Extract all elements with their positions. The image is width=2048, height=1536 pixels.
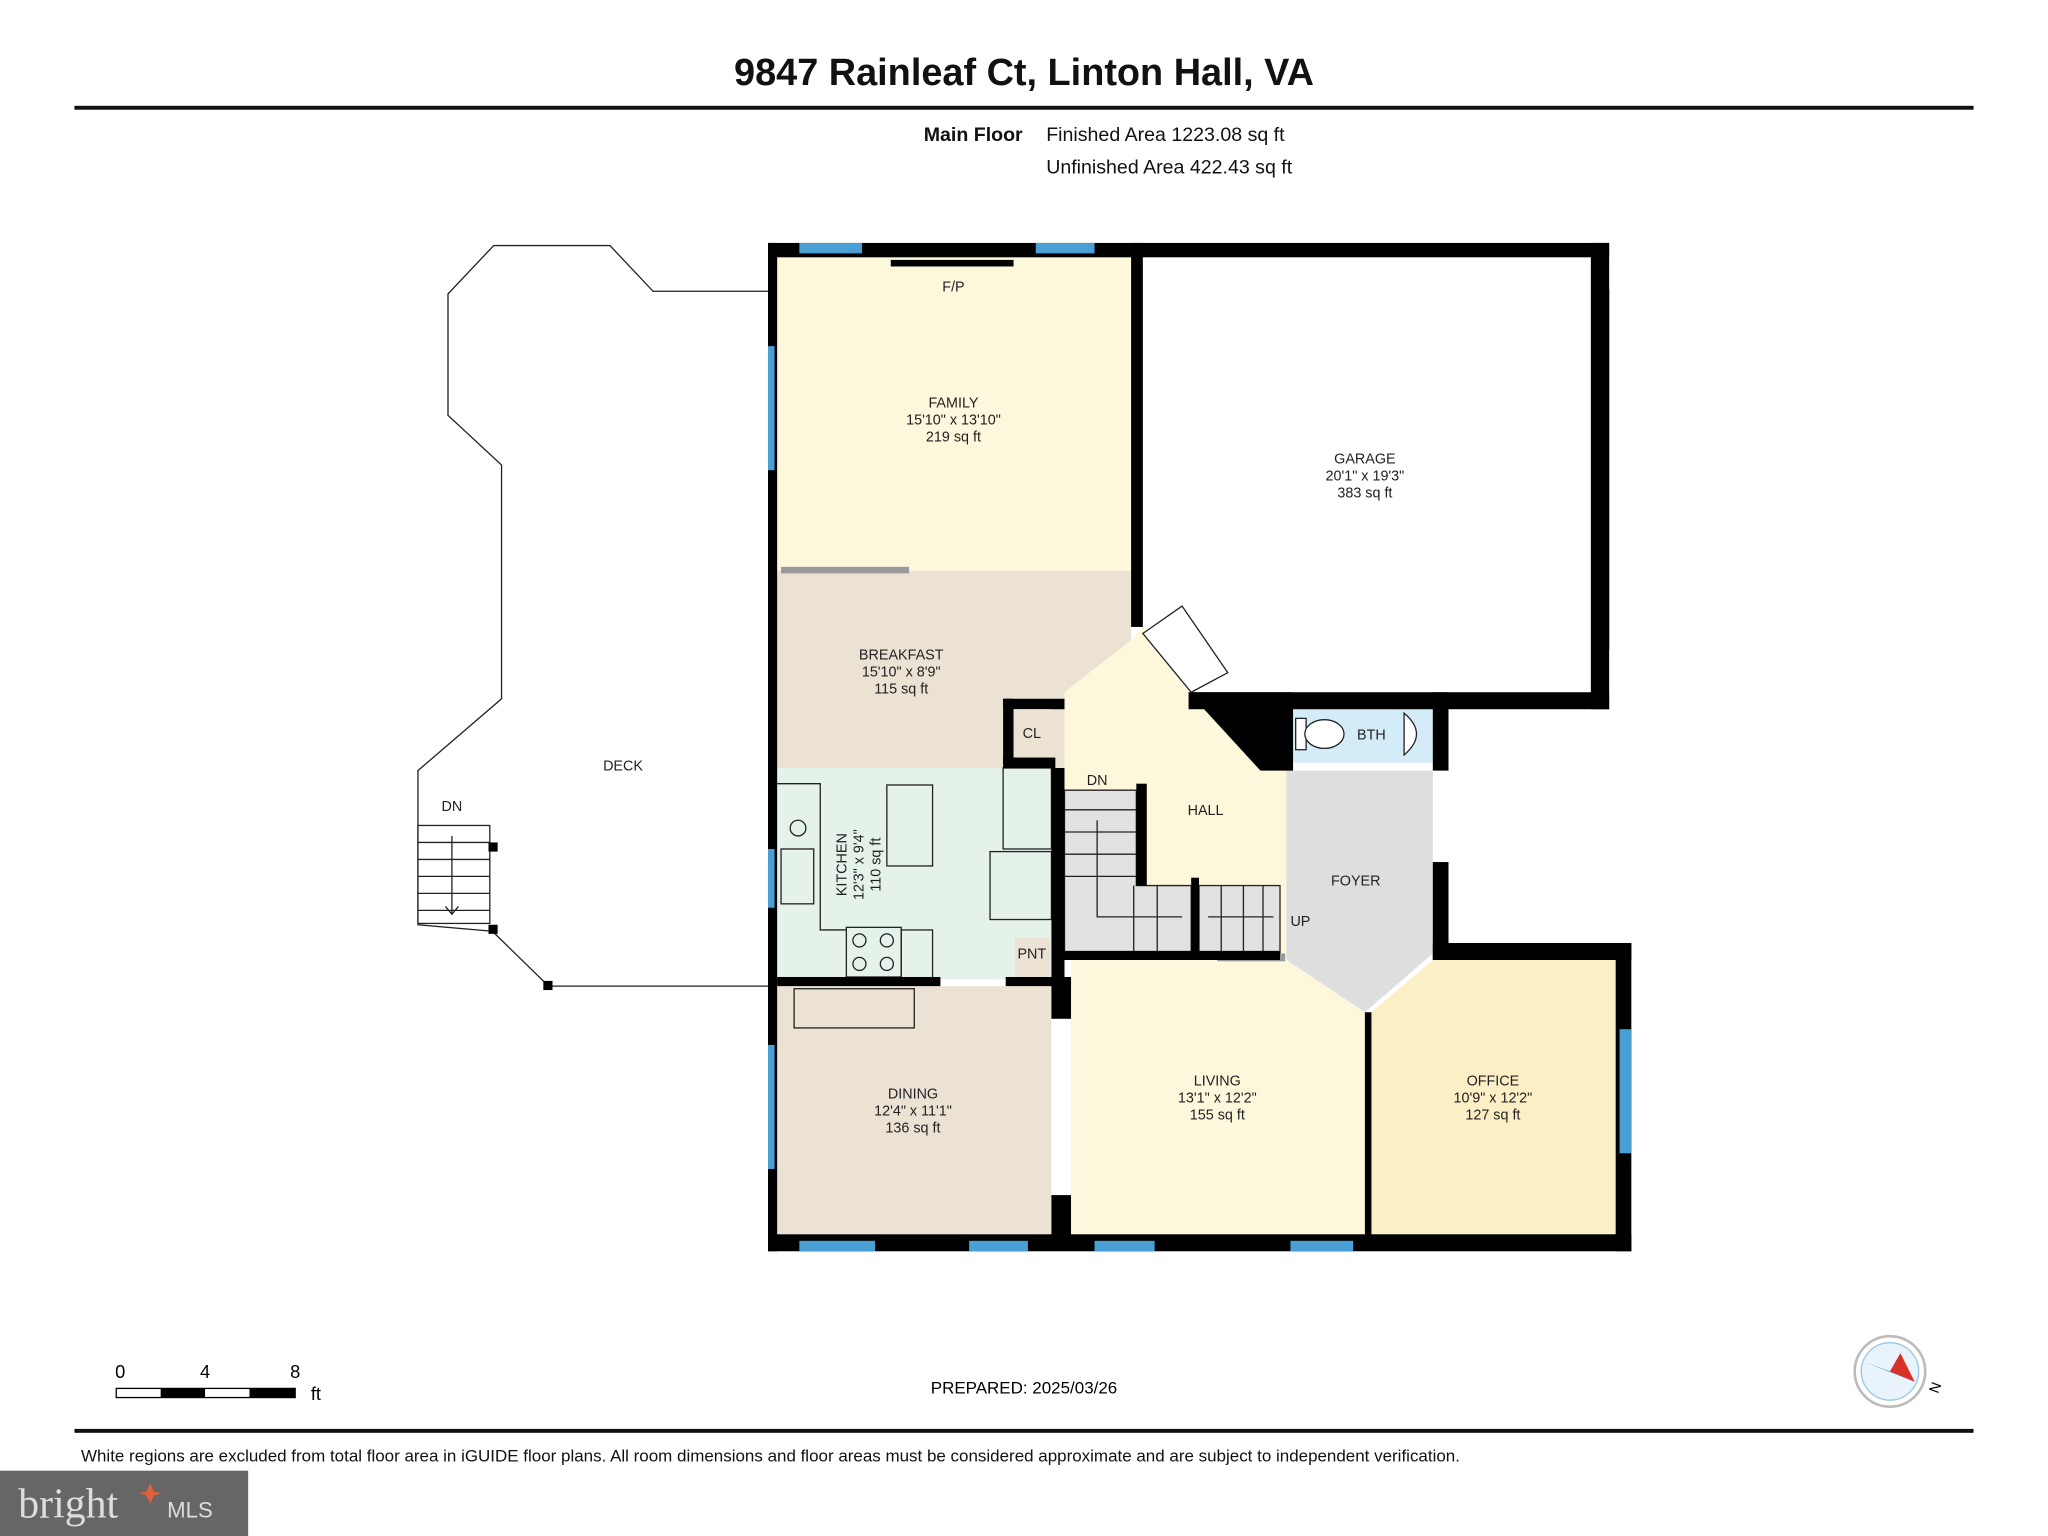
disclaimer: White regions are excluded from total fl… <box>81 1447 1460 1466</box>
garage-entry-steps <box>1141 605 1229 694</box>
svg-text:DINING: DINING <box>888 1086 938 1102</box>
room-family <box>777 257 1132 571</box>
svg-text:20'1" x 19'3": 20'1" x 19'3" <box>1326 469 1405 485</box>
walls <box>768 242 1632 1252</box>
fireplace-label: F/P <box>942 279 964 295</box>
stairs-up-label: UP <box>1290 914 1310 930</box>
svg-text:OFFICE: OFFICE <box>1467 1073 1520 1089</box>
svg-text:110 sq ft: 110 sq ft <box>868 838 884 892</box>
room-label-kitchen: KITCHEN 12'3" x 9'4" 110 sq ft <box>834 829 884 900</box>
svg-text:136 sq ft: 136 sq ft <box>885 1120 940 1136</box>
bath-fixtures <box>1295 711 1418 757</box>
room-label-garage: GARAGE 20'1" x 19'3" 383 sq ft <box>1326 452 1405 502</box>
windows <box>768 242 1632 1252</box>
svg-text:13'1" x 12'2": 13'1" x 12'2" <box>1178 1090 1257 1106</box>
closet-label: CL <box>1023 726 1041 742</box>
room-kitchen <box>777 768 1052 980</box>
svg-text:127 sq ft: 127 sq ft <box>1465 1107 1520 1123</box>
room-office <box>1371 960 1616 1235</box>
bright-mls-logo: bright MLS <box>0 1470 249 1536</box>
pantry-label: PNT <box>1017 947 1046 963</box>
svg-text:12'3" x 9'4": 12'3" x 9'4" <box>851 829 867 900</box>
floor-label: Main Floor <box>924 124 1023 146</box>
svg-text:8: 8 <box>290 1361 300 1382</box>
room-label-dining: DINING 12'4" x 11'1" 136 sq ft <box>874 1086 952 1136</box>
svg-text:BREAKFAST: BREAKFAST <box>859 648 944 664</box>
prepared-date: PREPARED: 2025/03/26 <box>931 1379 1117 1398</box>
svg-text:383 sq ft: 383 sq ft <box>1337 486 1392 502</box>
stairs-down-label: DN <box>1087 773 1108 789</box>
svg-text:MLS: MLS <box>167 1498 213 1523</box>
foyer-label: FOYER <box>1331 874 1380 890</box>
finished-area: Finished Area 1223.08 sq ft <box>1046 124 1285 146</box>
stairs-up <box>1198 884 1286 962</box>
deck-label: DECK <box>603 759 643 775</box>
svg-text:FAMILY: FAMILY <box>928 396 978 412</box>
room-label-living: LIVING 13'1" x 12'2" 155 sq ft <box>1178 1073 1257 1123</box>
scale-bar: 0 4 8 ft <box>115 1361 321 1404</box>
svg-text:15'10" x 8'9": 15'10" x 8'9" <box>862 665 941 681</box>
deck-stairs-label: DN <box>442 799 463 815</box>
svg-text:LIVING: LIVING <box>1194 1073 1241 1089</box>
svg-text:10'9" x 12'2": 10'9" x 12'2" <box>1454 1090 1533 1106</box>
svg-text:GARAGE: GARAGE <box>1334 452 1395 468</box>
unfinished-area: Unfinished Area 422.43 sq ft <box>1046 157 1293 179</box>
room-foyer <box>1286 770 1433 1013</box>
svg-text:15'10" x 13'10": 15'10" x 13'10" <box>906 412 1001 428</box>
compass-icon: N <box>1853 1334 1946 1408</box>
room-label-breakfast: BREAKFAST 15'10" x 8'9" 115 sq ft <box>859 648 944 698</box>
svg-text:219 sq ft: 219 sq ft <box>926 429 981 445</box>
bath-label: BTH <box>1357 727 1386 743</box>
page-title: 9847 Rainleaf Ct, Linton Hall, VA <box>734 52 1314 94</box>
room-garage <box>1142 257 1591 693</box>
svg-text:bright: bright <box>18 1482 118 1528</box>
hall-label: HALL <box>1188 803 1224 819</box>
svg-text:4: 4 <box>200 1361 210 1382</box>
svg-text:N: N <box>1927 1380 1946 1395</box>
room-label-family: FAMILY 15'10" x 13'10" 219 sq ft <box>906 396 1001 446</box>
svg-text:0: 0 <box>115 1361 125 1382</box>
svg-text:155 sq ft: 155 sq ft <box>1190 1107 1245 1123</box>
closet <box>1013 709 1051 757</box>
svg-text:KITCHEN: KITCHEN <box>834 833 850 896</box>
room-label-office: OFFICE 10'9" x 12'2" 127 sq ft <box>1454 1073 1533 1123</box>
family-partition <box>781 566 910 574</box>
pantry <box>1014 937 1051 977</box>
footer-divider <box>74 1428 1974 1433</box>
svg-text:12'4" x 11'1": 12'4" x 11'1" <box>874 1103 952 1119</box>
room-living <box>1071 960 1365 1235</box>
deck-stairs <box>417 824 553 991</box>
header-divider <box>74 105 1974 110</box>
svg-text:ft: ft <box>311 1383 321 1404</box>
svg-text:115 sq ft: 115 sq ft <box>874 682 928 698</box>
